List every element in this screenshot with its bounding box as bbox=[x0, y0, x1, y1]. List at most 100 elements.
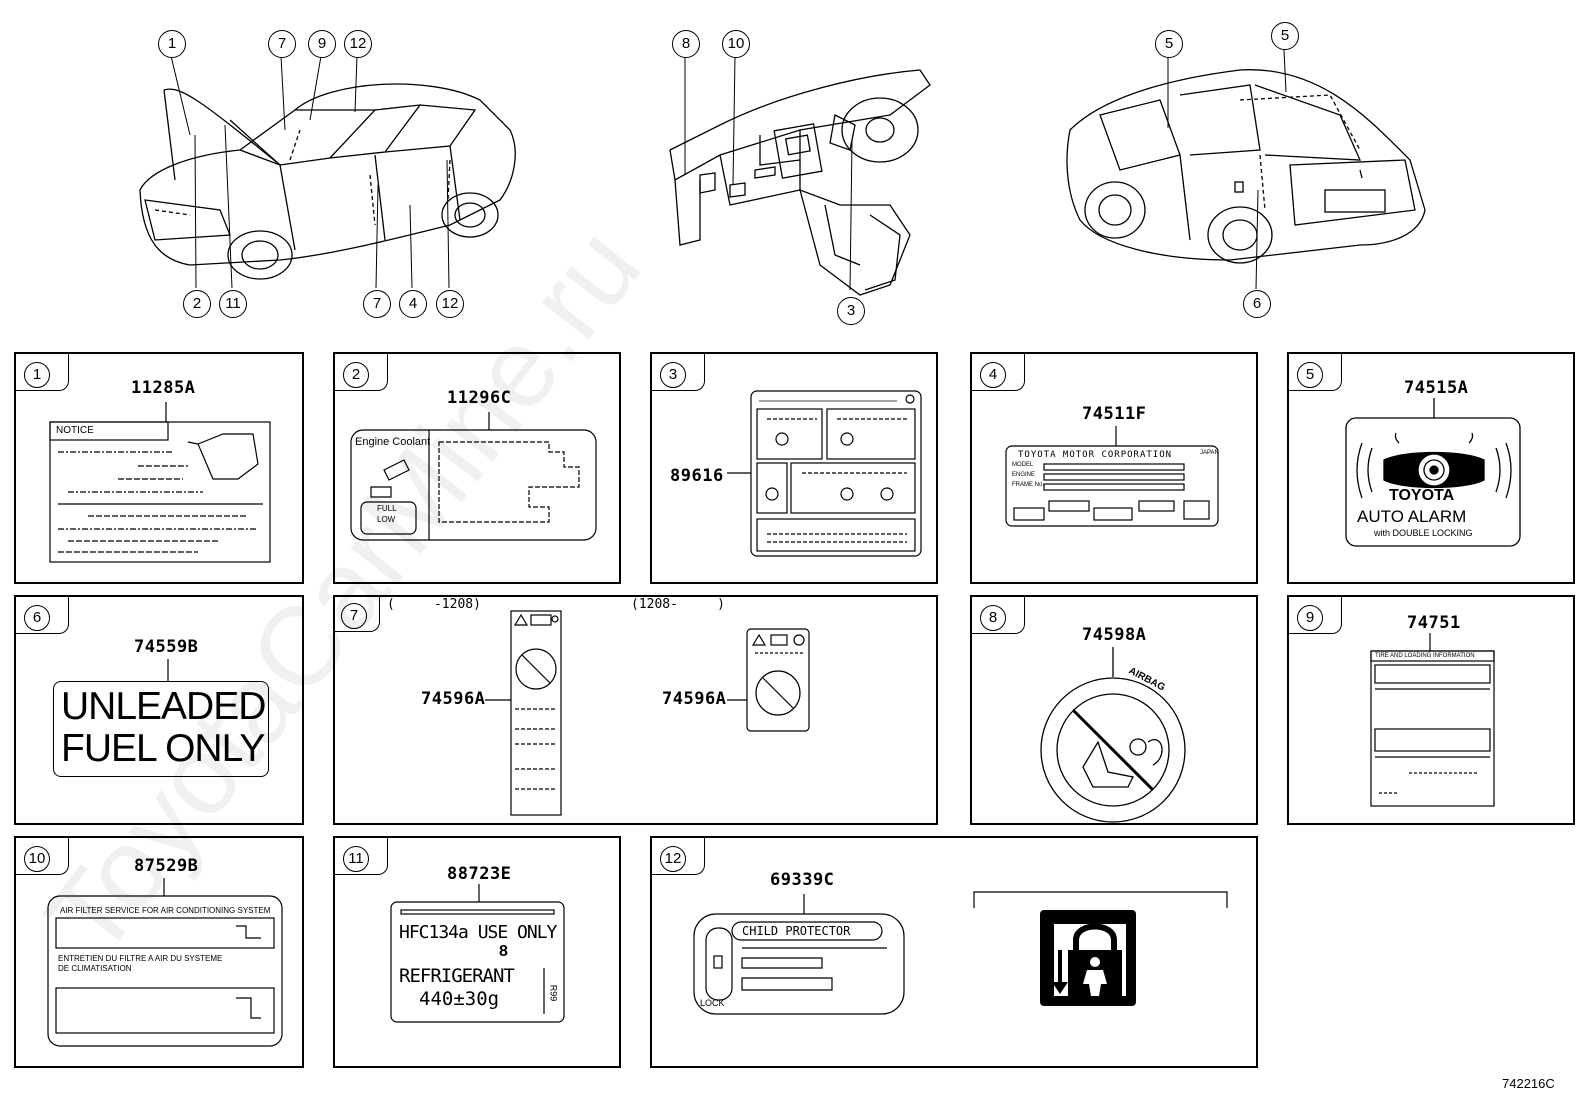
fuel-sticker bbox=[53, 681, 269, 777]
part-code: 74511F bbox=[1082, 404, 1147, 424]
label-panel-9: 9 74751 TIRE AND LOADING INFORMATION bbox=[1287, 595, 1575, 825]
part-code: 11296C bbox=[447, 388, 512, 408]
coolant-label-drawing bbox=[350, 412, 597, 541]
alarm-brand: TOYOTA bbox=[1389, 487, 1455, 504]
panel-number: 6 bbox=[24, 605, 50, 631]
refrigerant-type: HFC134a USE ONLY bbox=[399, 922, 557, 943]
panel-number: 8 bbox=[980, 605, 1006, 631]
ac-filter-line3: DE CLIMATISATION bbox=[58, 964, 132, 973]
callout-2: 2 bbox=[183, 290, 211, 318]
panel-number-tab bbox=[652, 354, 705, 391]
label-panel-4: 4 74511F TOYOTA MOTOR CORPORATION JAPAN … bbox=[970, 352, 1258, 584]
refrigerant-name: REFRIGERANT bbox=[399, 965, 515, 987]
panel-number-tab bbox=[16, 354, 69, 391]
fuel-sticker-leader bbox=[167, 659, 169, 681]
notice-label-drawing bbox=[49, 402, 271, 563]
rear-callout-leaders bbox=[1167, 49, 1287, 290]
part-code: 74598A bbox=[1082, 625, 1147, 645]
airbag-warning-label-drawing bbox=[727, 390, 922, 557]
callout-6: 6 bbox=[1243, 290, 1271, 318]
panel-number: 5 bbox=[1297, 362, 1323, 388]
callout-12: 12 bbox=[344, 30, 372, 58]
label-panel-3: 3 89616 bbox=[650, 352, 938, 584]
airbag-caution-short-drawing bbox=[727, 628, 810, 732]
cabin-illustration bbox=[669, 69, 931, 296]
tire-info-placard-drawing bbox=[1370, 633, 1495, 807]
alarm-line1: AUTO ALARM bbox=[1357, 507, 1467, 526]
callout-1: 1 bbox=[158, 30, 186, 58]
panel-number: 2 bbox=[343, 362, 369, 388]
refrigerant-amount: 440±30g bbox=[419, 988, 500, 1010]
child-protector-label-drawing bbox=[693, 894, 905, 1015]
label-panel-5: 5 74515A TOYOTA AUTO ALARM with DOUBLE L… bbox=[1287, 352, 1575, 584]
date-range-before: ( -1208) bbox=[387, 597, 481, 612]
label-panel-10: 10 87529B AIR FILTER SERVICE FOR AIR CON… bbox=[14, 836, 304, 1068]
tire-placard-header: TIRE AND LOADING INFORMATION bbox=[1375, 653, 1475, 659]
fuel-line2: FUEL ONLY bbox=[61, 727, 265, 770]
panel-number-tab bbox=[335, 354, 388, 391]
date-range-after: (1208- ) bbox=[631, 597, 725, 612]
callout-10: 10 bbox=[722, 30, 750, 58]
panel-number-tab bbox=[335, 838, 388, 875]
coolant-header: Engine Coolant bbox=[355, 436, 431, 448]
child-lock-icon bbox=[1040, 910, 1136, 1006]
callout-8: 8 bbox=[672, 30, 700, 58]
callout-12: 12 bbox=[436, 290, 464, 318]
label-panel-11: 11 88723E HFC134a USE ONLY 8 REFRIGERANT… bbox=[333, 836, 621, 1068]
part-code: 87529B bbox=[134, 856, 199, 876]
panel-number-tab bbox=[972, 354, 1025, 391]
refrigerant-label-drawing bbox=[390, 884, 565, 1023]
callout-7: 7 bbox=[268, 30, 296, 58]
panel-number-tab bbox=[16, 597, 69, 634]
callout-7: 7 bbox=[363, 290, 391, 318]
label-panel-1: 1 11285A NOTICE bbox=[14, 352, 304, 584]
callout-9: 9 bbox=[308, 30, 336, 58]
car-front-illustration bbox=[139, 83, 516, 280]
vin-plate-drawing bbox=[1005, 426, 1219, 527]
vin-row-model: MODEL bbox=[1012, 462, 1034, 468]
panel-number: 12 bbox=[660, 846, 686, 872]
child-lock-bracket bbox=[973, 891, 1228, 908]
panel-number: 10 bbox=[24, 846, 50, 872]
drawing-id: 742216C bbox=[1502, 1076, 1555, 1091]
part-code: 74751 bbox=[1407, 613, 1461, 633]
maker-name: TOYOTA MOTOR CORPORATION bbox=[1018, 450, 1173, 460]
part-code: 69339C bbox=[770, 870, 835, 890]
panel-number-tab bbox=[335, 597, 380, 632]
panel-number-tab bbox=[16, 838, 69, 875]
child-lock-text: LOCK bbox=[700, 998, 725, 1008]
callout-4: 4 bbox=[399, 290, 427, 318]
panel-number: 9 bbox=[1297, 605, 1323, 631]
label-panel-2: 2 11296C Engine Coolant FULL LOW bbox=[333, 352, 621, 584]
airbag-caution-tall-drawing bbox=[485, 610, 562, 816]
panel-number-tab bbox=[972, 597, 1025, 634]
notice-text: NOTICE bbox=[56, 425, 94, 436]
callout-5: 5 bbox=[1271, 22, 1299, 50]
vin-row-frame: FRAME No. bbox=[1012, 482, 1045, 488]
panel-number: 3 bbox=[660, 362, 686, 388]
callout-11: 11 bbox=[219, 290, 247, 318]
panel-number-tab bbox=[1289, 597, 1342, 634]
panel-number-tab bbox=[1289, 354, 1342, 391]
alarm-line2: with DOUBLE LOCKING bbox=[1374, 528, 1473, 538]
refrigerant-side-code: R99 bbox=[548, 984, 559, 1002]
label-panel-7: 7 ( -1208) (1208- ) 74596A 74596A bbox=[333, 595, 938, 825]
ac-filter-label-drawing bbox=[47, 878, 283, 1047]
car-rear-illustration bbox=[1066, 69, 1426, 264]
label-panel-8: 8 74598A AIRBAG bbox=[970, 595, 1258, 825]
callout-5: 5 bbox=[1155, 30, 1183, 58]
refrigerant-qty: 8 bbox=[499, 943, 508, 960]
part-code: 74515A bbox=[1404, 378, 1469, 398]
part-code-after: 74596A bbox=[662, 689, 727, 709]
part-code: 11285A bbox=[131, 378, 196, 398]
coolant-full: FULL bbox=[377, 504, 397, 513]
child-protector-title: CHILD PROTECTOR bbox=[742, 924, 851, 938]
part-code: 89616 bbox=[670, 466, 724, 486]
panel-number: 7 bbox=[341, 603, 367, 629]
panel-number: 1 bbox=[24, 362, 50, 388]
label-panel-6: 6 74559B UNLEADED FUEL ONLY bbox=[14, 595, 304, 825]
panel-number: 4 bbox=[980, 362, 1006, 388]
vin-row-engine: ENGINE bbox=[1012, 472, 1036, 478]
alarm-sticker-drawing bbox=[1345, 398, 1521, 547]
fuel-line1: UNLEADED bbox=[61, 685, 266, 728]
